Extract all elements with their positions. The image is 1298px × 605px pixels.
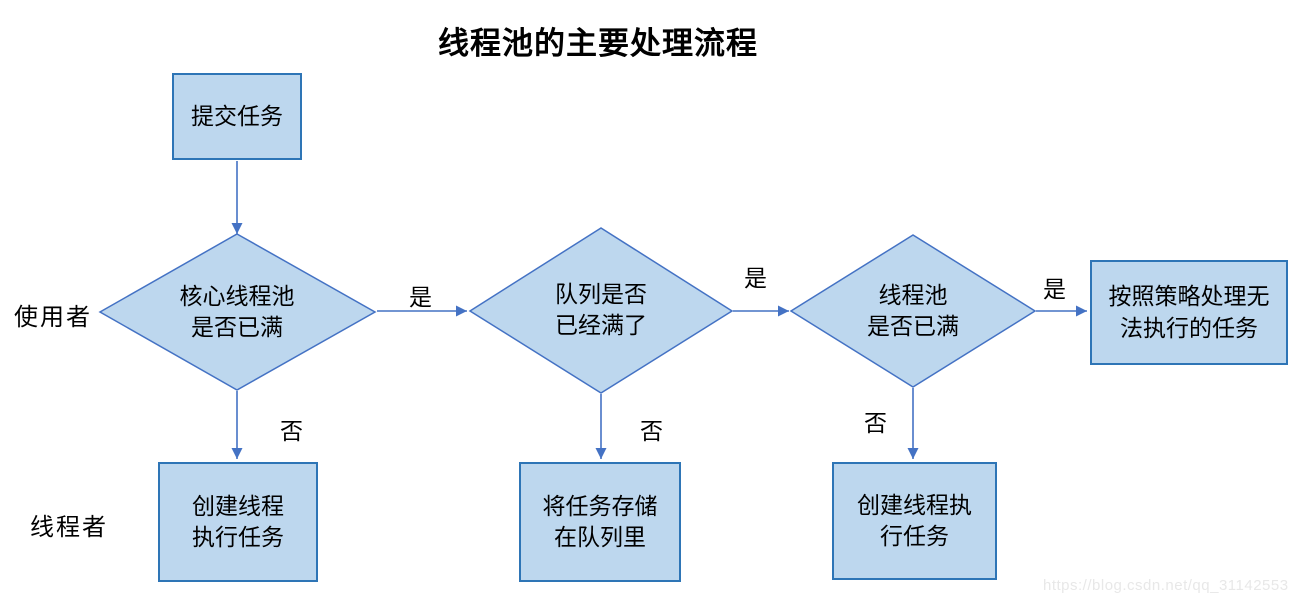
edge-label-no-3: 否 bbox=[864, 410, 887, 436]
edge-label-no-2: 否 bbox=[640, 418, 663, 444]
watermark-url: https://blog.csdn.net/qq_31142553 bbox=[1043, 577, 1289, 594]
page-title: 线程池的主要处理流程 bbox=[438, 26, 758, 61]
lane-label-user: 使用者 bbox=[14, 304, 92, 331]
lane-label-worker: 线程者 bbox=[30, 514, 108, 541]
decision-core-pool-full-shape bbox=[98, 233, 377, 391]
decision-pool-full-shape bbox=[789, 234, 1037, 388]
decision-pool-full-label: 线程池 是否已满 bbox=[867, 281, 959, 339]
edge-label-yes-1: 是 bbox=[409, 284, 432, 310]
edge-label-yes-3: 是 bbox=[1043, 276, 1066, 302]
decision-queue-full-label: 队列是否 已经满了 bbox=[555, 280, 647, 338]
edge-label-no-1: 否 bbox=[280, 418, 303, 444]
node-create-thread-execute-1: 创建线程 执行任务 bbox=[158, 462, 318, 582]
node-submit-task: 提交任务 bbox=[172, 73, 302, 160]
decision-core-pool-full-label: 核心线程池 是否已满 bbox=[179, 282, 295, 340]
node-create-thread-execute-2: 创建线程执 行任务 bbox=[832, 462, 997, 580]
decision-queue-full-shape bbox=[468, 227, 734, 394]
node-strategy-handle-task: 按照策略处理无 法执行的任务 bbox=[1090, 260, 1288, 365]
edge-label-yes-2: 是 bbox=[744, 265, 767, 291]
node-store-task-in-queue: 将任务存储 在队列里 bbox=[519, 462, 681, 582]
